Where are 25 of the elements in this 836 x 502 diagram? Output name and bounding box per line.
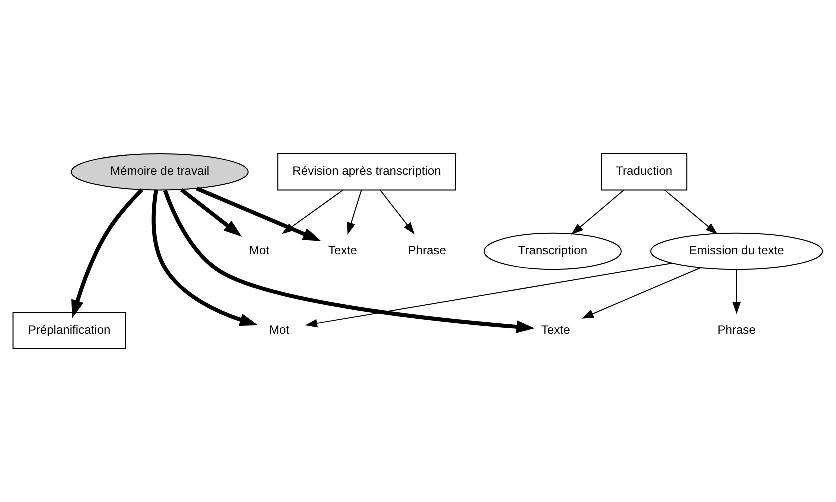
arrow xyxy=(380,189,415,234)
arrow xyxy=(305,262,672,328)
node-box: Traduction xyxy=(601,153,688,190)
arrow xyxy=(732,269,742,314)
node-text: Phrase xyxy=(718,322,756,337)
node-ellipse: Mémoire de travail xyxy=(71,153,249,190)
arrow xyxy=(664,189,718,234)
arrow xyxy=(180,188,242,236)
node-text: Mot xyxy=(270,322,290,337)
node-box: Préplanification xyxy=(12,312,126,349)
node-text: Phrase xyxy=(408,243,446,258)
node-ellipse: Emission du texte xyxy=(650,232,824,270)
node-ellipse: Transcription xyxy=(484,232,622,270)
node-box: Révision après transcription xyxy=(278,153,456,190)
arrow xyxy=(163,189,535,333)
arrow xyxy=(582,267,701,318)
node-text: Texte xyxy=(542,322,570,337)
node-text: Texte xyxy=(328,243,358,258)
node-text: Mot xyxy=(249,243,270,258)
arrow xyxy=(152,190,258,326)
arrow xyxy=(72,188,144,318)
arrow xyxy=(282,189,344,234)
arrow xyxy=(571,189,624,234)
arrow xyxy=(347,190,362,234)
arrow xyxy=(196,186,322,241)
